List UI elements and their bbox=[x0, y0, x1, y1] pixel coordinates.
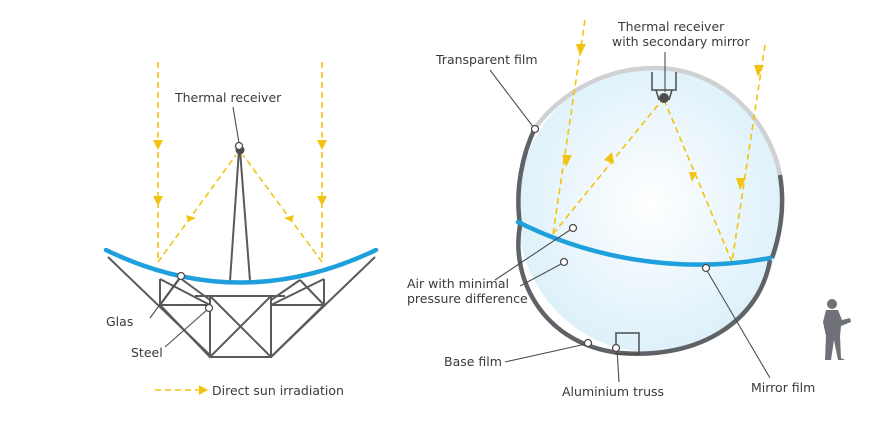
sun-ray-arrowheads-left bbox=[153, 140, 327, 222]
label-air-1: Air with minimal bbox=[407, 276, 509, 291]
transparent-film bbox=[533, 65, 783, 176]
legend: Direct sun irradiation bbox=[155, 383, 344, 398]
label-transparent-film: Transparent film bbox=[435, 52, 538, 67]
person-silhouette-icon bbox=[823, 299, 851, 360]
sun-rays-left bbox=[157, 62, 323, 263]
circle-marker-icon bbox=[530, 124, 540, 134]
label-air-2: pressure difference bbox=[407, 291, 528, 306]
circle-marker-icon bbox=[204, 303, 214, 313]
circle-marker-icon bbox=[176, 271, 186, 281]
receiver-tube bbox=[659, 93, 669, 103]
label-mirror-film: Mirror film bbox=[751, 380, 815, 395]
label-thermal-receiver: Thermal receiver bbox=[174, 90, 282, 105]
label-glas: Glas bbox=[106, 314, 133, 329]
mirror-film bbox=[515, 219, 773, 267]
circle-marker-icon bbox=[611, 343, 621, 353]
label-thermal-receiver-secondary-2: with secondary mirror bbox=[612, 34, 750, 49]
steel-structure bbox=[107, 149, 376, 358]
upper-film-dark-left bbox=[516, 127, 538, 226]
base-film bbox=[516, 224, 773, 357]
film-concentrator: Transparent film Thermal receiver with s… bbox=[407, 19, 815, 399]
air-bubble bbox=[517, 68, 783, 352]
label-steel: Steel bbox=[131, 345, 163, 360]
sun-ray-arrowheads-right bbox=[562, 44, 764, 190]
circle-marker-icon bbox=[559, 257, 569, 267]
secondary-receiver bbox=[651, 72, 677, 101]
label-base-film: Base film bbox=[444, 354, 502, 369]
trough-collector: Thermal receiver Glas Steel Direct sun i… bbox=[103, 62, 379, 398]
parabolic-mirror bbox=[103, 247, 379, 285]
legend-label: Direct sun irradiation bbox=[212, 383, 344, 398]
circle-marker-icon bbox=[234, 141, 244, 151]
label-thermal-receiver-secondary-1: Thermal receiver bbox=[617, 19, 725, 34]
label-aluminium-truss: Aluminium truss bbox=[562, 384, 664, 399]
circle-marker-icon bbox=[701, 263, 711, 273]
upper-film-dark-right bbox=[769, 174, 785, 259]
sun-rays-right bbox=[552, 19, 766, 263]
circle-marker-icon bbox=[583, 338, 593, 348]
circle-marker-icon bbox=[568, 223, 578, 233]
aluminium-truss bbox=[615, 332, 640, 355]
